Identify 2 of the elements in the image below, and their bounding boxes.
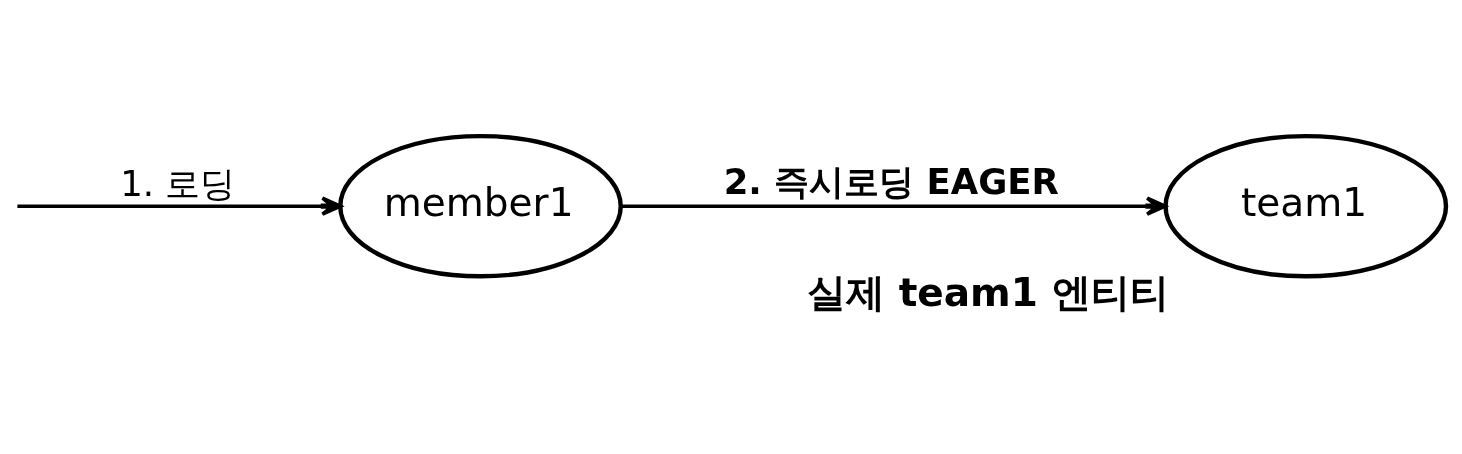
edge-label: 1. 로딩 — [120, 162, 236, 204]
edge-label: 2. 즉시로딩 EAGER — [723, 160, 1059, 202]
